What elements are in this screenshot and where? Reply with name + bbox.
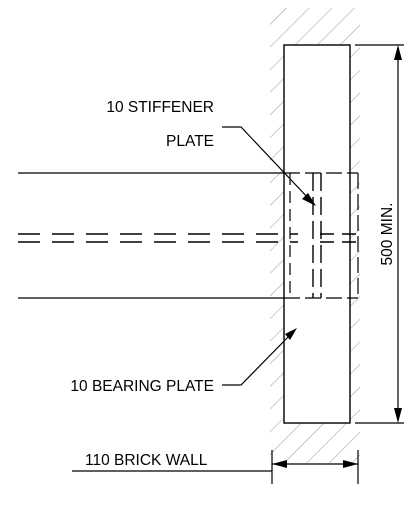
bearing-plate-leader-arrowhead xyxy=(285,328,297,340)
wall-dimension-arrow-left xyxy=(272,460,287,468)
wall-dimension-arrow-right xyxy=(343,460,358,468)
stiffener-leader-arrowhead xyxy=(302,193,316,206)
dimension-arrow-top xyxy=(394,45,402,60)
stiffener-plates xyxy=(312,173,322,298)
stiffener-label-line1: 10 STIFFENER xyxy=(106,99,214,116)
stiffener-leader xyxy=(222,126,311,201)
bearing-plate-leader xyxy=(222,332,293,386)
beam-outline xyxy=(18,172,284,299)
dimension-arrow-bottom xyxy=(394,408,402,423)
brick-wall-label: 110 BRICK WALL xyxy=(85,452,208,469)
vertical-dimension xyxy=(355,44,404,424)
bearing-plate-label: 10 BEARING PLATE xyxy=(70,378,214,395)
stiffener-label-line2: PLATE xyxy=(166,133,214,150)
beam-web-hidden xyxy=(18,233,358,243)
dimension-label: 500 MIN. xyxy=(379,203,396,266)
